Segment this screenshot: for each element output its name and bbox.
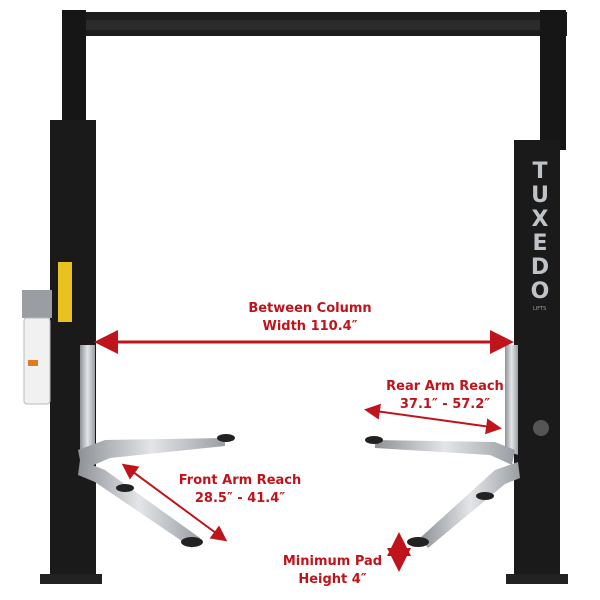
hydraulic-pump (22, 290, 52, 405)
front-arm-label: Front Arm Reach 28.5″ - 41.4″ (165, 472, 315, 508)
lift-pad (365, 436, 383, 444)
top-beam-inner (85, 20, 545, 30)
label-line: Minimum Pad (282, 554, 383, 569)
pad-height-label: Minimum Pad Height 4″ (275, 553, 390, 589)
right-arms (365, 345, 520, 548)
brand-sub: LIFTS (533, 306, 547, 312)
rear-arm-label: Rear Arm Reach 37.1″ - 57.2″ (370, 378, 520, 414)
front-arm-arrow (121, 463, 228, 542)
label-line: 37.1″ - 57.2″ (399, 397, 491, 412)
label-line: Front Arm Reach (178, 473, 302, 488)
column-button (533, 420, 549, 436)
lift-pad (217, 434, 235, 442)
right-column (506, 10, 568, 584)
left-arms (78, 345, 235, 548)
left-base-plate (40, 574, 102, 584)
label-line: Width 110.4″ (262, 319, 358, 334)
warning-label (58, 262, 72, 322)
label-line: Between Column (248, 301, 372, 316)
lift-pad (116, 484, 134, 492)
lift-pad (181, 537, 203, 547)
lift-pad (407, 537, 429, 547)
lift-pad (476, 492, 494, 500)
label-line: Rear Arm Reach (386, 379, 504, 394)
right-base-plate (506, 574, 568, 584)
label-line: 28.5″ - 41.4″ (194, 491, 286, 506)
column-width-label: Between Column Width 110.4″ (210, 300, 410, 336)
rear-arm-arrow (364, 403, 502, 435)
label-line: Height 4″ (298, 572, 367, 587)
